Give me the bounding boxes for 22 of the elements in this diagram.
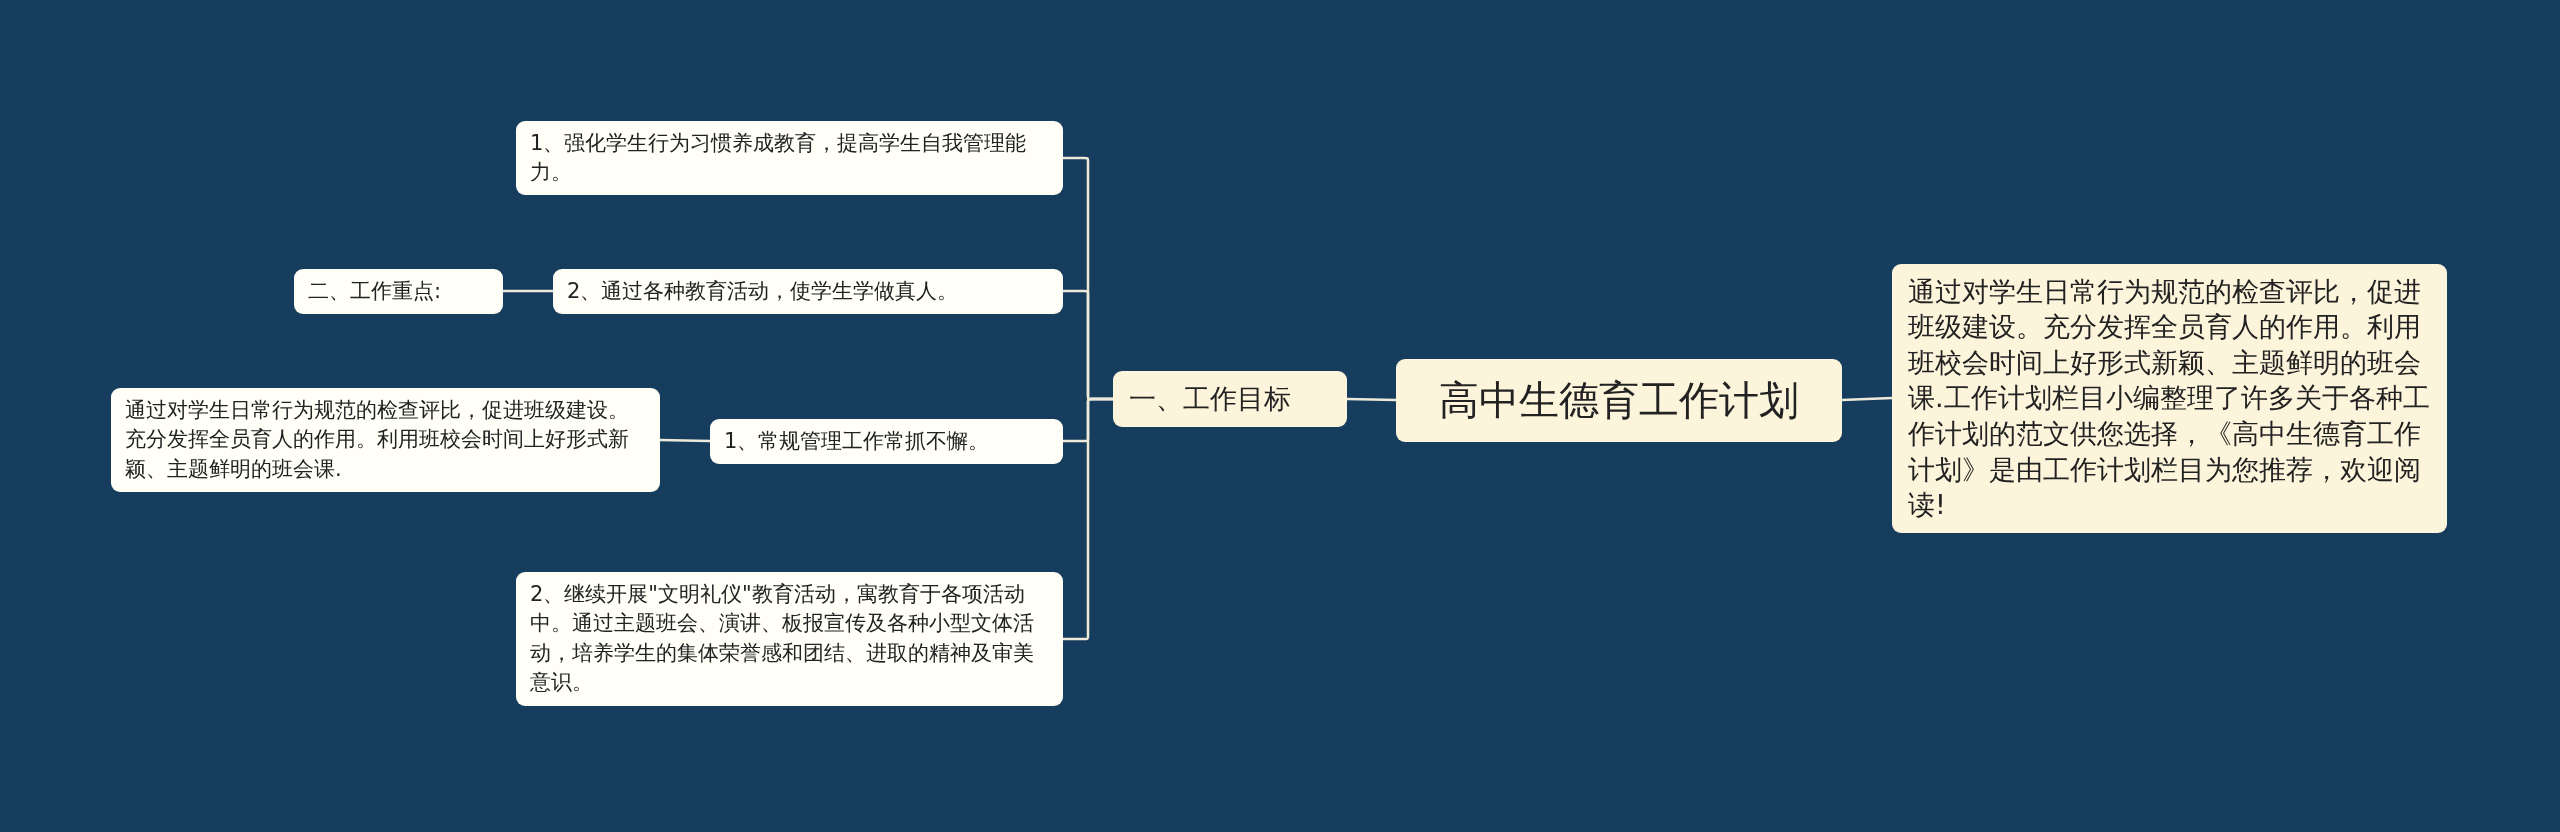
connector-line [1841, 396, 1893, 402]
topic-box [294, 268, 503, 314]
topic-text: 二、工作重点: [308, 277, 443, 305]
connector-line [1346, 397, 1397, 402]
connector-line [1063, 397, 1113, 641]
topic-text: 1、常规管理工作常抓不懈。 [724, 427, 991, 455]
central-topic-box [1396, 358, 1842, 442]
topic-text: 通过对学生日常行为规范的检查评比，促进班级建设。充分发挥全员育人的作用。利用班校会时间上好形式新颖、主题鲜明的班会课.工作计划栏目小编整理了许多关于各种工作计划的范文供您选择，《高中生德育工作计划》是由工作计划栏目为您推荐，欢迎阅读! [1908, 274, 2431, 523]
topic-text: 2、通过各种教育活动，使学生学做真人。 [567, 277, 960, 305]
topic-box [1113, 371, 1347, 427]
topic-text: 1、强化学生行为习惯养成教育，提高学生自我管理能力。 [530, 129, 1028, 186]
topic-text: 高中生德育工作计划 [1438, 375, 1800, 425]
topic-box [516, 572, 1063, 706]
topic-text: 通过对学生日常行为规范的检查评比，促进班级建设。充分发挥全员育人的作用。利用班校会时间上好形式新颖、主题鲜明的班会课. [125, 397, 630, 483]
topic-text: 一、工作目标 [1129, 382, 1292, 416]
connector-line [659, 438, 711, 443]
topic-text: 2、继续开展"文明礼仪"教育活动，寓教育于各项活动中。通过主题班会、演讲、板报宣传及各种小型文体活动，培养学生的集体荣誉感和团结、进取的精神及审美意识。 [530, 581, 1035, 697]
connector-line [503, 289, 553, 293]
topic-box [710, 418, 1063, 464]
topic-box [516, 120, 1063, 196]
topic-box [553, 268, 1063, 314]
topic-box [111, 388, 660, 493]
